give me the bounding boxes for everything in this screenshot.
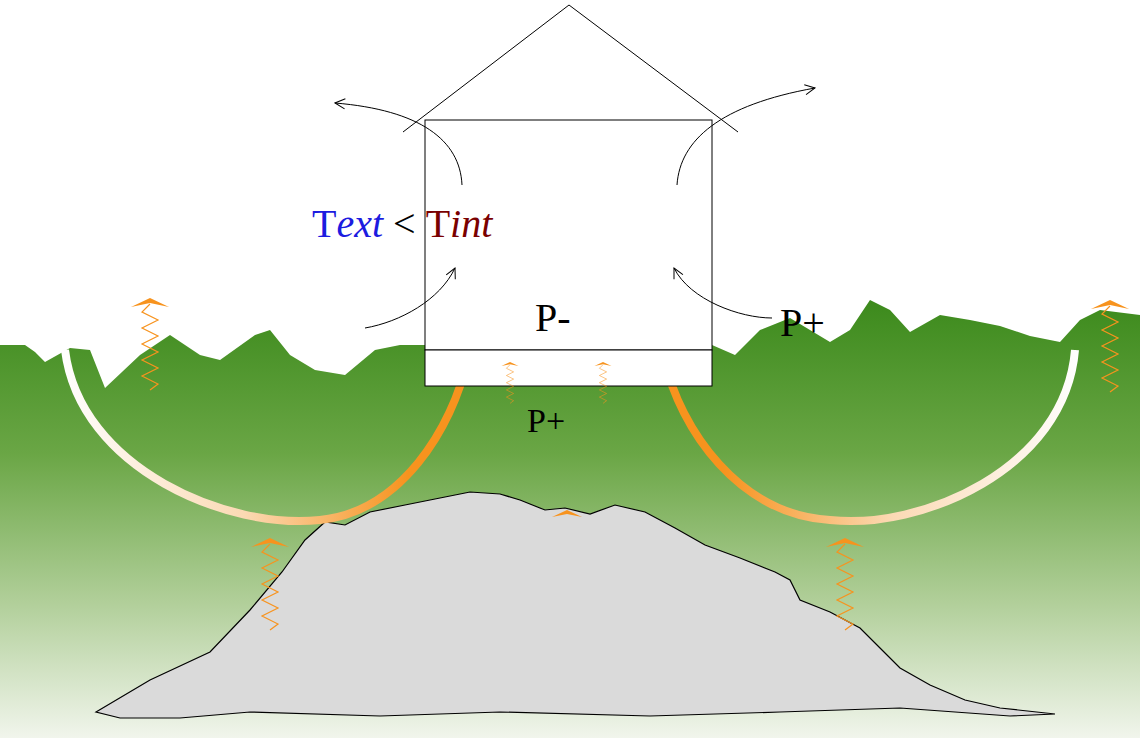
air-flow-arrow bbox=[335, 103, 462, 185]
radon-flow-arc bbox=[65, 350, 468, 521]
house-foundation bbox=[425, 350, 712, 386]
ground bbox=[0, 300, 1140, 738]
house-roof bbox=[403, 5, 738, 132]
house-wall bbox=[425, 120, 712, 350]
comparison-sign: < bbox=[393, 204, 416, 244]
radon-emanation bbox=[552, 510, 582, 517]
pressure-label: P+ bbox=[527, 404, 565, 438]
radon-emanation bbox=[501, 362, 518, 403]
radon-emanation bbox=[826, 538, 864, 630]
air-flow-arrow bbox=[674, 268, 772, 318]
radon-emanation bbox=[131, 298, 169, 390]
pressure-label: P- bbox=[535, 298, 571, 338]
house: Text<TintP- bbox=[425, 120, 712, 350]
rock-body bbox=[96, 492, 1055, 718]
exterior-temperature: Text bbox=[312, 204, 383, 244]
radon-emanation bbox=[594, 362, 611, 403]
pressure-label: P+ bbox=[780, 303, 825, 343]
air-flow-arrow bbox=[677, 88, 815, 185]
radon-emanation bbox=[251, 538, 289, 630]
radon-emanation bbox=[1091, 300, 1129, 392]
interior-temperature: Tint bbox=[426, 204, 493, 244]
air-flow-arrow bbox=[365, 268, 455, 328]
radon-flow-arc bbox=[664, 350, 1075, 521]
